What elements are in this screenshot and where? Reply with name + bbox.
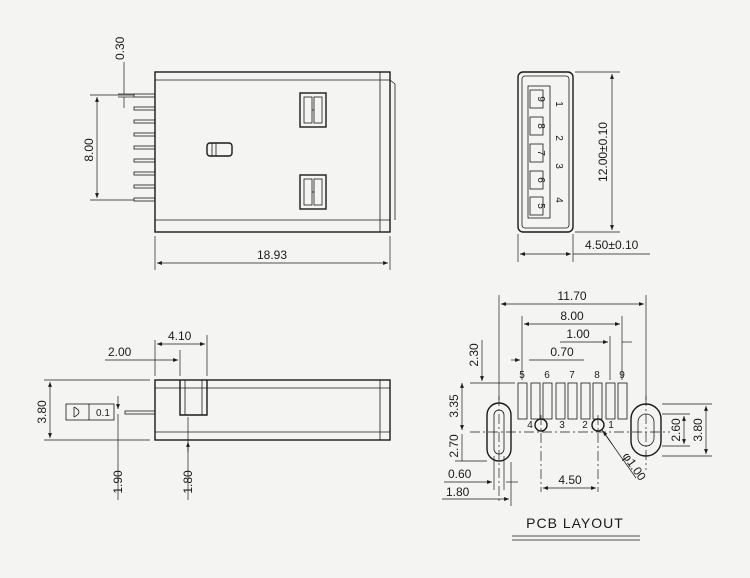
flatness-value: 0.1 — [96, 408, 110, 419]
top-view: 0.30 8.00 18.93 — [82, 36, 396, 270]
top-view-pins — [133, 93, 156, 202]
side-view: 0.1 2.00 4.10 3.80 1.90 1.80 — [35, 329, 391, 500]
dim-pcb-total: 11.70 — [557, 289, 586, 303]
dim-pcb-slot-lower: 2.70 — [447, 434, 461, 458]
end-contact-label: 1 — [553, 101, 564, 107]
end-pin-label: 9 — [535, 96, 546, 102]
pcb-bottom-label: 2 — [582, 420, 588, 431]
dim-pcb-right-slot: 2.60 — [669, 418, 683, 442]
end-contact-label: 3 — [553, 163, 564, 169]
end-pin-label: 8 — [535, 123, 546, 129]
dim-pin-span: 8.00 — [82, 138, 96, 162]
dim-pcb-span: 8.00 — [560, 309, 584, 323]
dim-side-d: 1.80 — [181, 470, 195, 494]
side-notch — [179, 380, 208, 416]
flatness-icon — [73, 406, 80, 418]
end-contact-label: 2 — [553, 135, 564, 141]
latch-window-upper — [299, 92, 327, 128]
dim-pcb-right-height: 3.80 — [691, 418, 705, 442]
latch-window-lower — [299, 174, 327, 210]
dim-side-height: 3.80 — [35, 400, 49, 424]
pcb-top-pads — [517, 382, 628, 420]
pcb-top-label: 8 — [594, 370, 600, 381]
end-contact-label: 4 — [553, 197, 564, 203]
dim-end-height: 4.50±0.10 — [585, 238, 639, 252]
pcb-bottom-label: 4 — [527, 420, 533, 431]
dim-side-c: 1.90 — [111, 470, 125, 494]
end-view-shell — [517, 71, 574, 233]
end-pin-label: 7 — [535, 150, 546, 156]
dim-pcb-hole-diameter: φ1.00 — [620, 450, 650, 484]
dim-pin-pitch: 0.30 — [113, 36, 127, 60]
pcb-bottom-label: 3 — [559, 420, 565, 431]
pcb-bottom-label: 1 — [608, 420, 614, 431]
pcb-top-label: 7 — [569, 370, 575, 381]
pcb-layout-title: PCB LAYOUT — [526, 515, 624, 531]
dim-pcb-pitch-1: 1.00 — [566, 327, 590, 341]
dim-side-a: 2.00 — [108, 345, 132, 359]
connector-body-outline — [154, 71, 391, 233]
side-body-outline — [154, 379, 391, 441]
dim-end-width: 12.00±0.10 — [596, 122, 610, 182]
end-pin-label: 5 — [535, 203, 546, 209]
end-view-contacts — [529, 89, 544, 216]
dim-side-b: 4.10 — [168, 329, 192, 343]
side-pin-leg — [124, 410, 156, 415]
end-pin-label: 6 — [535, 177, 546, 183]
dim-pcb-row-offset: 2.30 — [467, 343, 481, 367]
dim-pcb-slot-width: 0.60 — [448, 467, 472, 481]
pcb-top-label: 6 — [544, 370, 550, 381]
dim-length: 18.93 — [257, 248, 287, 262]
right-mounting-slot — [630, 403, 662, 457]
dim-pcb-hole-spacing: 4.50 — [558, 473, 582, 487]
dim-pcb-pitch-2: 0.70 — [550, 345, 574, 359]
flatness-box — [65, 403, 115, 421]
pcb-layout: 5 6 7 8 9 4 3 2 1 11.70 8.00 1.00 0.70 2… — [442, 289, 712, 541]
dim-pcb-slot-offset: 1.80 — [446, 485, 470, 499]
dim-pcb-slot-upper: 3.35 — [447, 394, 461, 418]
end-view: 9 8 7 6 5 1 2 3 4 12.00±0.10 4.50±0.10 — [517, 71, 650, 262]
center-slot — [206, 142, 233, 157]
